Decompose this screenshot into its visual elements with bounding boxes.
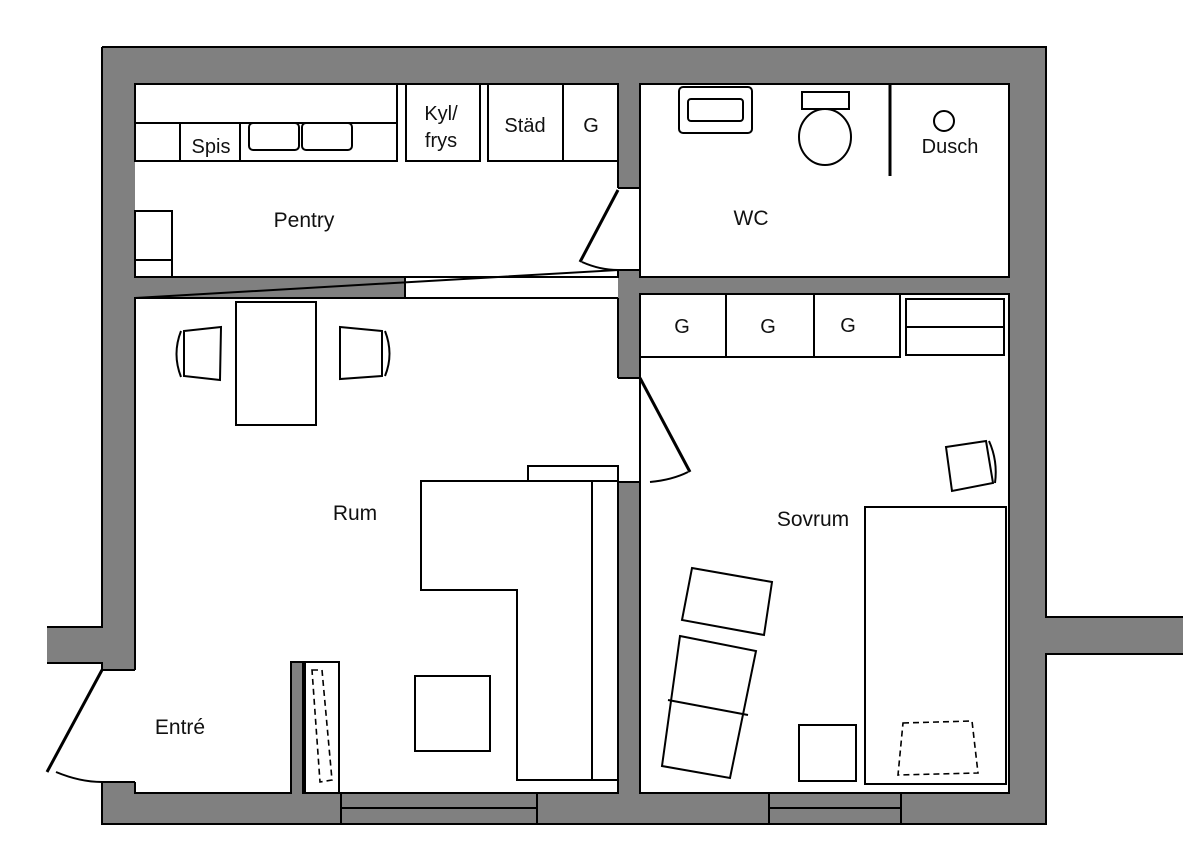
toilet-bowl	[798, 108, 852, 166]
label-g-3: G	[840, 315, 856, 337]
bed	[864, 506, 1007, 785]
kitchen	[134, 83, 619, 278]
entrance-opening	[102, 670, 135, 782]
sink-basin-2	[301, 122, 353, 151]
left-stub-wall	[47, 627, 102, 663]
nightstand	[798, 724, 857, 782]
wc-fixtures	[678, 84, 955, 176]
door-entre	[45, 669, 104, 773]
label-stad: Städ	[504, 115, 545, 137]
label-kyl: Kyl/	[424, 103, 458, 125]
wc-sovrum-wall	[640, 277, 1009, 294]
room-label-wc: WC	[734, 207, 769, 230]
chair-left	[183, 325, 223, 382]
rum-furniture	[175, 301, 619, 794]
recliner-footrest	[680, 566, 774, 637]
coat-rack-item	[311, 669, 333, 783]
coat-rack	[304, 661, 340, 794]
sovrum-chair	[944, 439, 995, 493]
label-frys: frys	[425, 130, 457, 152]
sovrum-furniture	[639, 293, 1007, 785]
room-label-pentry: Pentry	[274, 209, 335, 232]
entre-wall	[291, 662, 303, 793]
label-g-kitchen: G	[583, 115, 599, 137]
wardrobe-2	[725, 293, 815, 358]
toilet-tank	[801, 91, 850, 110]
sofa-bed	[420, 480, 619, 781]
room-label-entre: Entré	[155, 716, 205, 739]
doors	[45, 189, 692, 783]
door-sovrum	[638, 377, 692, 473]
label-g-1: G	[674, 316, 690, 338]
labels: Pentry WC Rum Sovrum Entré Spis Kyl/ fry…	[155, 103, 978, 739]
door-opening-wc	[618, 188, 640, 270]
coffee-table	[414, 675, 491, 752]
room-label-sovrum: Sovrum	[777, 508, 849, 531]
label-spis: Spis	[192, 136, 231, 158]
fridge	[405, 83, 481, 162]
room-label-rum: Rum	[333, 502, 377, 525]
sink-basin-1	[248, 122, 300, 151]
bed-pillow	[897, 720, 979, 776]
label-g-2: G	[760, 316, 776, 338]
wardrobe-3	[813, 293, 901, 358]
shelf	[527, 465, 619, 482]
shower-drain-icon	[933, 110, 955, 132]
side-cabinet	[134, 210, 173, 278]
dining-table	[235, 301, 317, 426]
door-opening-sovrum	[618, 378, 640, 482]
right-stub-wall	[1046, 617, 1183, 654]
door-wc	[578, 189, 620, 263]
label-dusch: Dusch	[922, 136, 979, 158]
chair-right	[339, 325, 383, 381]
cleaning-closet	[487, 83, 564, 162]
wardrobe-kitchen	[562, 83, 619, 162]
